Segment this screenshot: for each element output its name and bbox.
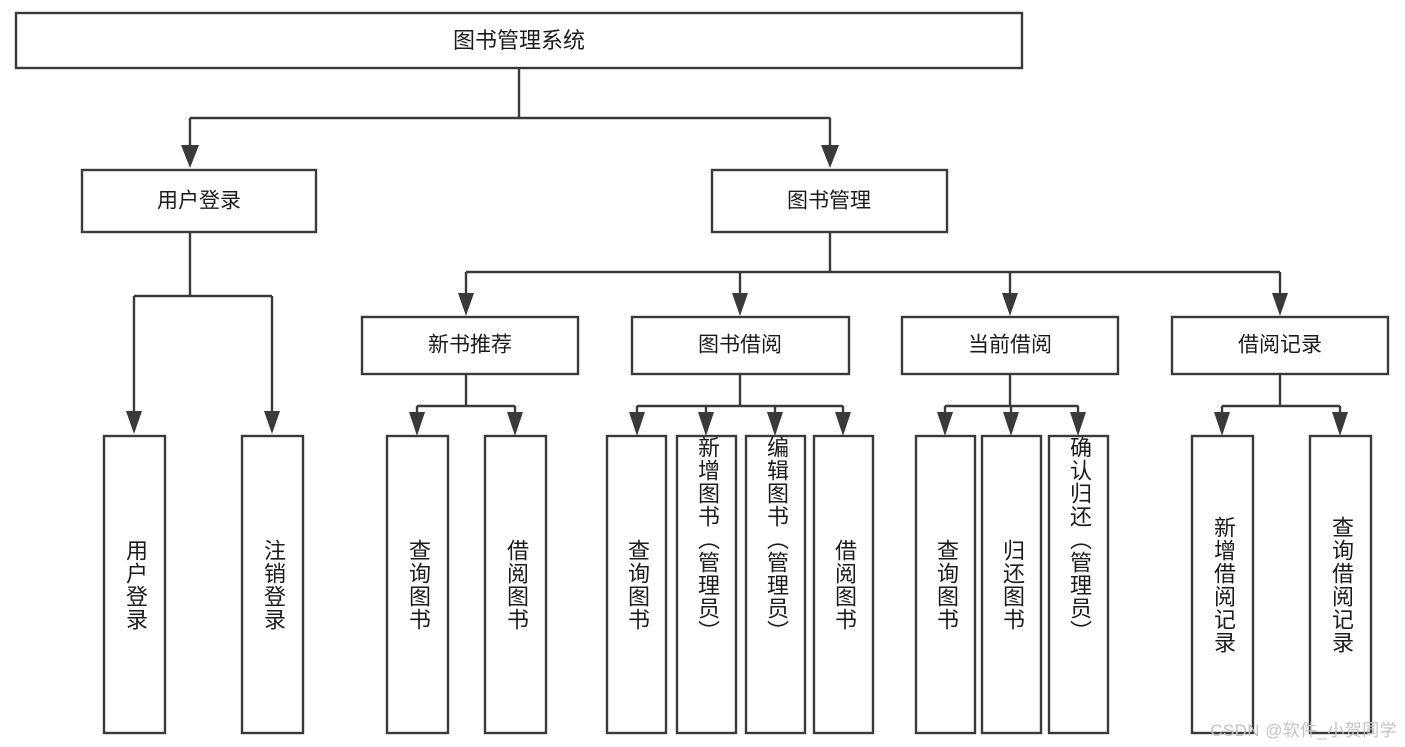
leaf-box-bb-edit-book[interactable] [744, 434, 807, 735]
leaf-boxes [102, 434, 1373, 735]
arrowhead-nb-leaf2 [507, 412, 523, 436]
leaf-box-cb-confirm-return[interactable] [1047, 434, 1110, 735]
leaf-box-br-add-record[interactable] [1190, 434, 1255, 735]
node-root-label: 图书管理系统 [453, 28, 585, 53]
node-current-borrow-box[interactable] [900, 315, 1120, 376]
arrowhead-bb-leaf2 [698, 412, 714, 436]
csdn-watermark: CSDN @软件_小贺同学 [1210, 721, 1397, 740]
connectors-borrow-record-to-leaves [1214, 374, 1348, 436]
node-user-login-box[interactable] [80, 168, 318, 234]
node-current-borrow-label: 当前借阅 [968, 334, 1052, 357]
connectors-current-borrow-to-leaves [937, 374, 1086, 436]
node-book-manage[interactable]: 图书管理 [710, 168, 949, 234]
node-book-manage-box[interactable] [710, 168, 949, 234]
arrowhead-book-manage [821, 145, 839, 168]
arrowhead-cb-leaf2 [1003, 412, 1019, 436]
node-borrow-record[interactable]: 借阅记录 [1170, 315, 1390, 376]
connectors-new-book-to-leaves [409, 374, 523, 436]
arrowhead-bb-leaf4 [835, 412, 851, 436]
arrowhead-new-book [458, 293, 474, 316]
arrowhead-book-borrow [732, 293, 748, 316]
arrowhead-user-login [181, 145, 199, 168]
leaf-box-cb-query-book[interactable] [914, 434, 977, 735]
connectors-user-login-to-leaves [126, 232, 280, 434]
node-root-box[interactable] [14, 11, 1024, 70]
arrowhead-leaf-user-login [126, 411, 142, 434]
connectors-book-borrow-to-leaves [629, 374, 851, 436]
leaf-box-bb-borrow-book[interactable] [812, 434, 875, 735]
arrowhead-current-borrow [1002, 293, 1018, 316]
connectors-book-manage-to-level3 [458, 232, 1288, 316]
leaf-box-cb-return-book[interactable] [980, 434, 1043, 735]
leaf-box-bb-add-book[interactable] [675, 434, 738, 735]
leaf-box-nb-query-book[interactable] [385, 434, 450, 735]
node-user-login[interactable]: 用户登录 [80, 168, 318, 234]
node-current-borrow[interactable]: 当前借阅 [900, 315, 1120, 376]
leaf-box-bb-query-book[interactable] [605, 434, 668, 735]
node-book-borrow-label: 图书借阅 [698, 334, 782, 357]
arrowhead-nb-leaf1 [409, 412, 425, 436]
node-new-book-recommend[interactable]: 新书推荐 [360, 315, 580, 376]
arrowhead-bb-leaf1 [629, 412, 645, 436]
node-new-book-box[interactable] [360, 315, 580, 376]
node-book-manage-label: 图书管理 [787, 190, 871, 213]
connectors-root-to-level2 [181, 68, 839, 168]
node-new-book-label: 新书推荐 [428, 334, 512, 357]
leaf-box-logout[interactable] [240, 434, 305, 735]
arrowhead-cb-leaf1 [937, 412, 953, 436]
node-book-borrow-box[interactable] [630, 315, 851, 376]
arrowhead-bb-leaf3 [767, 412, 783, 436]
node-borrow-record-box[interactable] [1170, 315, 1390, 376]
arrowhead-br-leaf1 [1214, 412, 1230, 436]
leaf-box-user-login[interactable] [102, 434, 167, 735]
node-book-borrow[interactable]: 图书借阅 [630, 315, 851, 376]
arrowhead-br-leaf2 [1332, 412, 1348, 436]
node-root[interactable]: 图书管理系统 [14, 11, 1024, 70]
leaf-box-nb-borrow-book[interactable] [483, 434, 548, 735]
node-borrow-record-label: 借阅记录 [1238, 334, 1322, 357]
arrowhead-cb-leaf3 [1070, 412, 1086, 436]
arrowhead-borrow-record [1272, 293, 1288, 316]
arrowhead-leaf-logout [264, 411, 280, 434]
leaf-box-br-query-record[interactable] [1308, 434, 1373, 735]
node-user-login-label: 用户登录 [157, 190, 241, 213]
